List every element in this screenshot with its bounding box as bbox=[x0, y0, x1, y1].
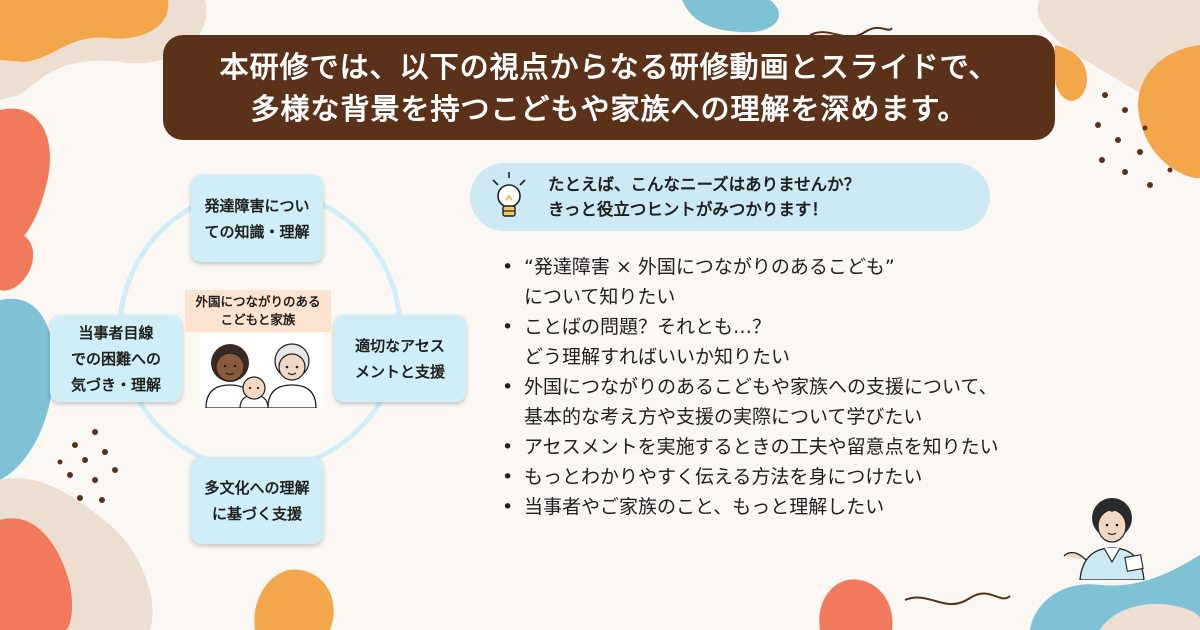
hint-line-1: たとえば、こんなニーズはありませんか？ bbox=[548, 175, 861, 194]
diagram-node-right-label: 適切なアセス メントと支援 bbox=[354, 336, 445, 381]
blob-orange-small-right bbox=[1055, 45, 1087, 101]
diagram-node-right: 適切なアセス メントと支援 bbox=[334, 315, 466, 402]
blob-blue-top-right bbox=[682, 0, 779, 33]
hint-bubble bbox=[470, 163, 990, 231]
blob-orange-bottom-center bbox=[254, 569, 334, 630]
diagram-node-bottom: 多文化への理解 に基づく支援 bbox=[191, 457, 323, 544]
blob-coral-left-mid bbox=[0, 232, 34, 291]
blob-coral-bottom-right bbox=[819, 579, 893, 630]
diagram-node-bottom-label: 多文化への理解 に基づく支援 bbox=[204, 478, 310, 523]
diagram-node-left: 当事者目線 での困難への 気づき・理解 bbox=[50, 315, 182, 402]
header-banner: 本研修では、以下の視点からなる研修動画とスライドで、 多様な背景を持つこどもや家… bbox=[163, 35, 1055, 140]
dots-left bbox=[57, 429, 118, 503]
dots-right bbox=[1095, 92, 1173, 188]
squiggle-bottom bbox=[904, 592, 1011, 606]
blob-beige-bottom-right bbox=[1100, 603, 1200, 630]
hint-line-2: きっと役立つヒントがみつかります！ bbox=[548, 200, 828, 219]
banner-line-1: 本研修では、以下の視点からなる研修動画とスライドで、 bbox=[219, 50, 999, 84]
needs-item: 外国につながりのあるこどもや家族への支援について、 基本的な考え方や支援の実際に… bbox=[502, 372, 999, 432]
diagram-node-top: 発達障害につい ての知識・理解 bbox=[191, 175, 323, 262]
diagram-center-label: 外国につながりのある こどもと家族 bbox=[185, 290, 331, 332]
squiggle-top bbox=[809, 26, 893, 38]
lightbulb-icon bbox=[492, 172, 526, 217]
family-illustration bbox=[200, 333, 324, 408]
blob-blue-left bbox=[0, 298, 55, 480]
needs-item: もっとわかりやすく伝える方法を身につけたい bbox=[502, 462, 999, 492]
hint-text: たとえば、こんなニーズはありませんか？ きっと役立つヒントがみつかります！ bbox=[548, 172, 860, 222]
needs-item: “発達障害 × 外国につながりのあるこども” について知りたい bbox=[502, 252, 999, 312]
banner-line-2: 多様な背景を持つこどもや家族への理解を深めます。 bbox=[250, 92, 968, 126]
needs-item: アセスメントを実施するときの工夫や留意点を知りたい bbox=[502, 432, 999, 462]
needs-item: ことばの問題？それとも…？ どう理解すればいいか知りたい bbox=[502, 312, 999, 372]
blob-orange-top-left bbox=[0, 0, 169, 62]
blob-coral-bottom-left bbox=[0, 518, 73, 630]
diagram-node-left-label: 当事者目線 での困難への 気づき・理解 bbox=[70, 323, 161, 394]
blob-orange-right bbox=[1138, 45, 1200, 179]
needs-item: 当事者やご家族のこと、もっと理解したい bbox=[502, 492, 999, 522]
blob-coral-left bbox=[0, 108, 50, 255]
diagram-node-top-label: 発達障害につい ての知識・理解 bbox=[204, 196, 310, 241]
presenter-illustration bbox=[1063, 498, 1145, 580]
needs-list: “発達障害 × 外国につながりのあるこども” について知りたい ことばの問題？そ… bbox=[502, 252, 999, 522]
